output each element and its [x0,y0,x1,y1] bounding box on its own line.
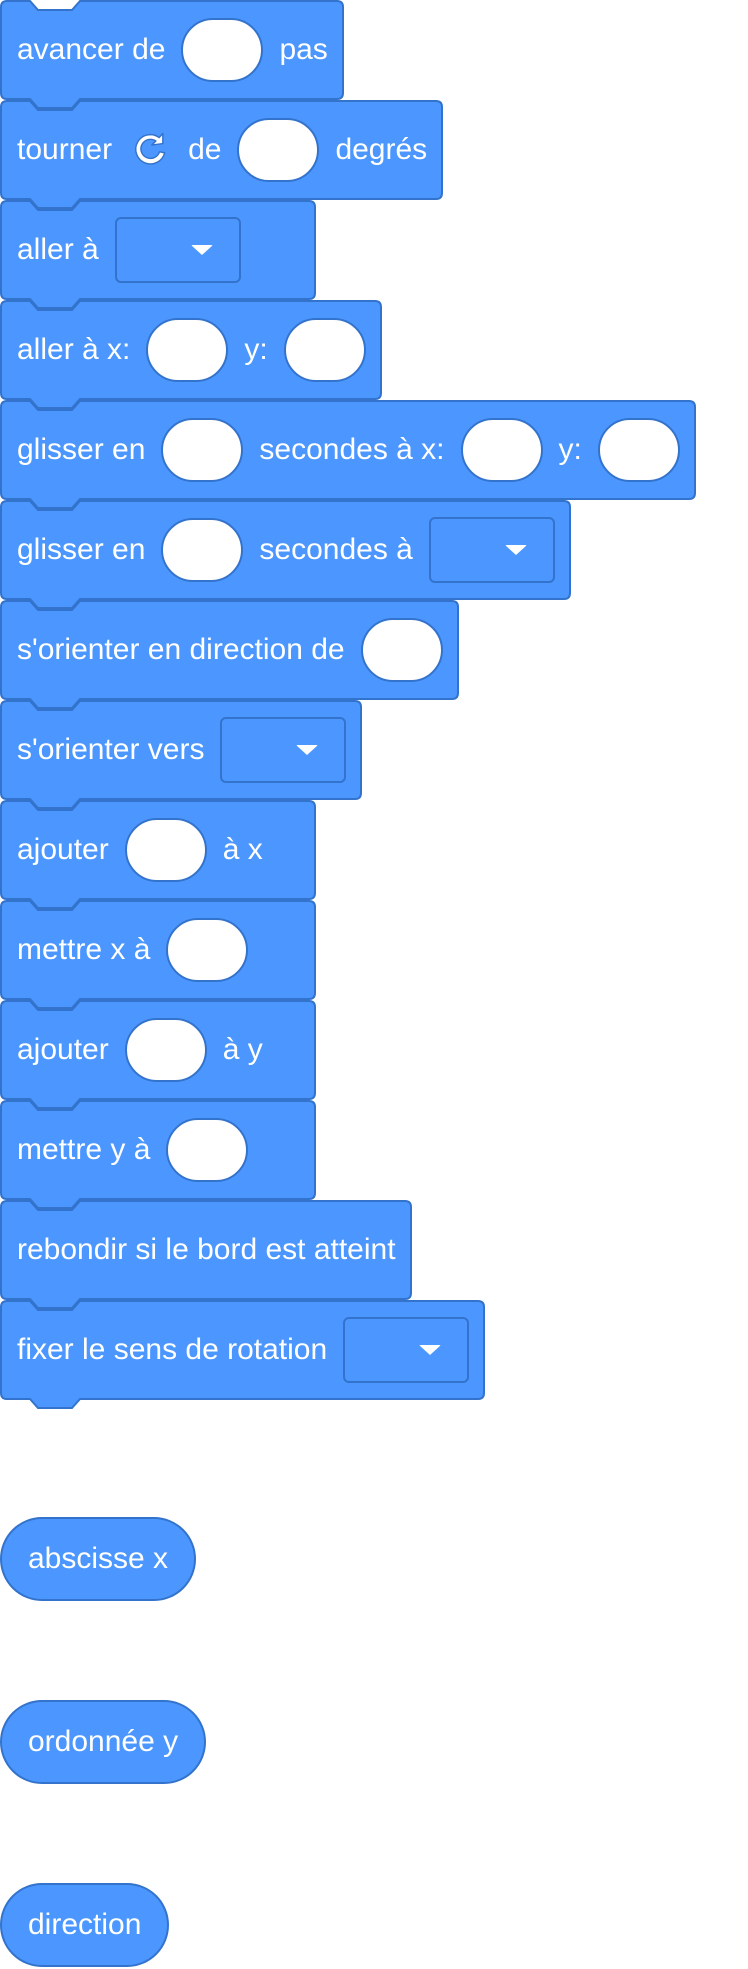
number-input-slot[interactable] [161,418,244,482]
block-label: s'orienter en direction de [17,633,345,666]
dropdown-arrow-icon [419,1345,442,1355]
block-label: degrés [335,133,428,166]
reporter-label: abscisse x [28,1542,169,1575]
rotate-right-icon [128,128,172,172]
block-label: fixer le sens de rotation [17,1333,328,1366]
block-label: pas [279,33,328,66]
reporter-direction[interactable]: direction [0,1883,170,1967]
block-label: de [188,133,222,166]
number-input-slot[interactable] [124,818,207,882]
block-label: aller à x: [17,333,131,366]
block-go-to-xy[interactable]: aller à x: y: [0,300,382,409]
menu-dropdown[interactable] [343,1317,470,1383]
number-input-slot[interactable] [181,18,264,82]
block-go-to[interactable]: aller à [0,200,316,309]
block-point-in-direction[interactable]: s'orienter en direction de [0,600,459,709]
dropdown-arrow-icon [190,245,213,255]
block-set-y[interactable]: mettre y à [0,1100,316,1209]
number-input-slot[interactable] [166,1118,249,1182]
block-label: tourner [17,133,113,166]
number-input-slot[interactable] [283,318,366,382]
block-bounce-on-edge[interactable]: rebondir si le bord est atteint [0,1200,412,1309]
number-input-slot[interactable] [237,118,320,182]
block-set-rotation-style[interactable]: fixer le sens de rotation [0,1300,485,1409]
rotate-right-icon-glyph [135,132,166,165]
reporter-x-position[interactable]: abscisse x [0,1517,197,1601]
block-shape [0,500,571,609]
block-label: à y [222,1033,263,1066]
block-set-x[interactable]: mettre x à [0,900,316,1009]
menu-dropdown[interactable] [220,717,347,783]
block-shape [0,0,344,109]
block-label: y: [244,333,268,366]
block-label: mettre y à [17,1133,151,1166]
block-label: y: [558,433,582,466]
number-input-slot[interactable] [146,318,229,382]
block-change-y[interactable]: ajouter à y [0,1000,316,1109]
block-shape [0,100,443,209]
number-input-slot[interactable] [166,918,249,982]
block-label: ajouter [17,833,109,866]
block-label: glisser en [17,533,146,566]
block-label: secondes à [259,533,413,566]
block-label: aller à [17,233,99,266]
number-input-slot[interactable] [597,418,680,482]
block-label: à x [222,833,263,866]
menu-dropdown[interactable] [428,517,555,583]
block-change-x[interactable]: ajouter à x [0,800,316,909]
reporter-label: direction [28,1908,142,1941]
block-shape [0,1200,412,1309]
block-move-steps[interactable]: avancer de pas [0,0,344,109]
number-input-slot[interactable] [161,518,244,582]
block-turn-right[interactable]: tourner de degrés [0,100,443,209]
dropdown-arrow-icon [296,745,319,755]
block-glide-to[interactable]: glisser en secondes à [0,500,571,609]
number-input-slot[interactable] [124,1018,207,1082]
block-label: s'orienter vers [17,733,205,766]
menu-dropdown[interactable] [114,217,241,283]
block-shape [0,600,459,709]
block-label: avancer de [17,33,166,66]
block-label: mettre x à [17,933,151,966]
block-point-towards[interactable]: s'orienter vers [0,700,362,809]
dropdown-arrow-icon [504,545,527,555]
block-label: rebondir si le bord est atteint [17,1233,396,1266]
reporter-y-position[interactable]: ordonnée y [0,1700,207,1784]
number-input-slot[interactable] [460,418,543,482]
block-label: glisser en [17,433,146,466]
number-input-slot[interactable] [360,618,443,682]
block-glide-to-xy[interactable]: glisser en secondes à x: y: [0,400,696,509]
block-label: secondes à x: [259,433,445,466]
reporter-label: ordonnée y [28,1725,179,1758]
block-label: ajouter [17,1033,109,1066]
